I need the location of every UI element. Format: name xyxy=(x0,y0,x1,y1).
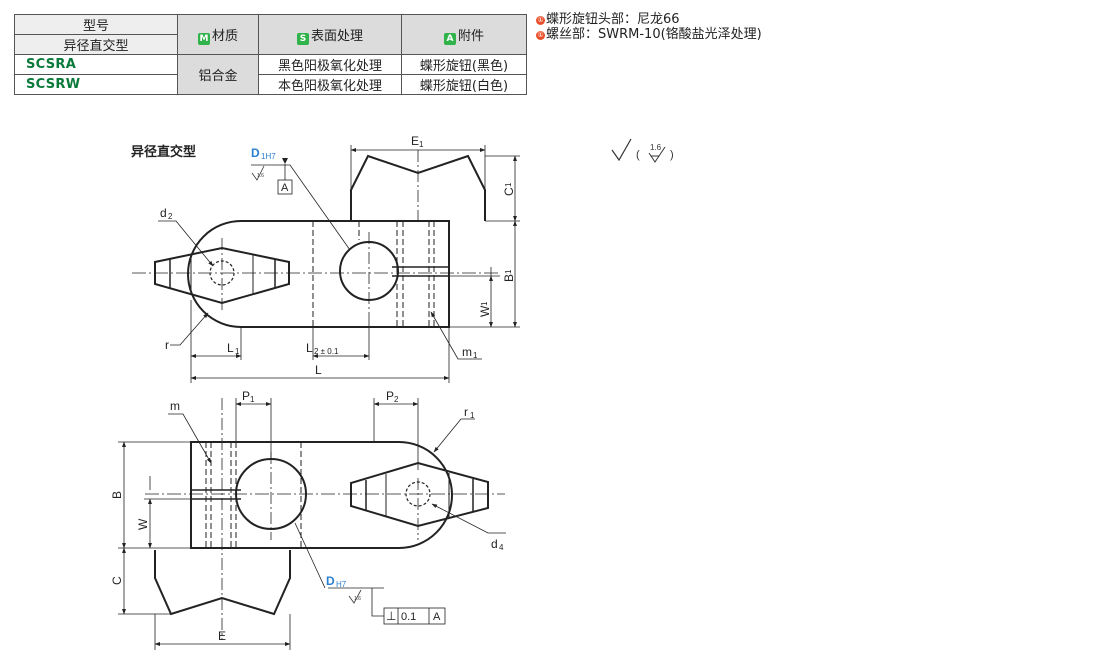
dim-b1-sub: 1 xyxy=(504,269,513,274)
dim-w1-sub: 1 xyxy=(480,301,489,306)
surface-badge: S xyxy=(296,32,309,45)
label-d4: d xyxy=(491,537,498,551)
label-m: m xyxy=(170,399,180,413)
bore-callout-d1: D 1H7 1.6 A xyxy=(251,146,293,195)
label-r: r xyxy=(165,338,169,352)
tolerance-frame xyxy=(383,607,446,625)
accessory-badge: A xyxy=(443,32,456,45)
header-model: 型号 xyxy=(14,14,178,35)
surface-cell: 本色阳极氧化处理 xyxy=(258,74,402,95)
label-d4-sub: 4 xyxy=(499,543,504,552)
callout-d-sub: H7 xyxy=(336,580,347,589)
dim-e1-sub: 1 xyxy=(419,140,424,149)
note-marker-icon: ① xyxy=(536,16,545,25)
dim-l: L xyxy=(315,363,322,377)
label-m1-sub: 1 xyxy=(473,351,478,360)
dim-b1: B xyxy=(502,274,516,282)
callout-d1-finish: 1.6 xyxy=(257,173,264,179)
material-cell: 铝合金 xyxy=(177,54,259,95)
svg-text:(: ( xyxy=(636,149,640,161)
dim-l2: L xyxy=(306,341,313,355)
dim-w1: W xyxy=(478,305,492,317)
callout-d-finish: 1.6 xyxy=(354,596,361,602)
dim-c: C xyxy=(110,576,124,585)
butterfly-knob-bottom xyxy=(350,461,489,528)
finish-value: 1.6 xyxy=(650,143,662,152)
datum-box xyxy=(277,179,293,195)
label-r1-sub: 1 xyxy=(470,411,475,420)
label-r1: r xyxy=(464,405,468,419)
label-m1: m xyxy=(462,345,472,359)
dim-e: E xyxy=(218,629,226,643)
dim-b: B xyxy=(110,491,124,499)
label-d2: d xyxy=(160,206,167,220)
svg-text:): ) xyxy=(670,149,674,161)
bore-callout-d: D H7 1.6 ⊥ 0.1 A xyxy=(326,574,446,625)
header-accessory-label: 附件 xyxy=(457,28,484,44)
header-surface-label: 表面处理 xyxy=(310,28,363,44)
bore-circle xyxy=(339,241,399,301)
note-text: 蝶形旋钮头部：尼龙66 xyxy=(546,12,680,27)
top-view xyxy=(132,145,520,383)
note-text: 螺丝部：SWRM-10(铬酸盐光泽处理) xyxy=(546,27,762,42)
clamp-body-outline xyxy=(190,441,453,549)
bottom-view xyxy=(118,398,506,650)
callout-d1: D xyxy=(251,146,260,160)
header-material-label: 材质 xyxy=(211,28,238,44)
callout-d: D xyxy=(326,574,335,588)
material-badge: M xyxy=(197,32,210,45)
dim-c1-sub: 1 xyxy=(504,182,513,187)
dim-e1: E xyxy=(411,134,419,148)
label-d2-sub: 2 xyxy=(168,212,173,221)
accessory-cell: 蝶形旋钮(白色) xyxy=(401,74,527,95)
part-number: SCSRW xyxy=(14,74,178,95)
view-title: 异径直交型 xyxy=(131,144,196,159)
dim-l1-sub: 1 xyxy=(235,347,240,356)
dim-p1-sub: 1 xyxy=(250,395,255,404)
surface-finish-symbol: ( 1.6 ) xyxy=(611,138,674,163)
dim-p1: P xyxy=(242,389,250,403)
dim-l2-sub: 2 ± 0.1 xyxy=(314,347,339,356)
perpendicularity-symbol: ⊥ xyxy=(386,609,396,623)
callout-d1-sub: 1H7 xyxy=(261,152,276,161)
dim-l1: L xyxy=(227,341,234,355)
knob-head-elevation xyxy=(154,550,291,616)
dim-c1: C xyxy=(502,187,516,196)
dim-p2: P xyxy=(386,389,394,403)
datum-label: A xyxy=(281,182,289,194)
clamp-body-outline xyxy=(187,220,450,328)
dim-p2-sub: 2 xyxy=(394,395,399,404)
tolerance-datum: A xyxy=(433,611,441,623)
note-marker-icon: ① xyxy=(536,31,545,40)
dim-w: W xyxy=(136,518,150,530)
header-type: 异径直交型 xyxy=(14,34,178,55)
tolerance-value: 0.1 xyxy=(401,611,416,623)
